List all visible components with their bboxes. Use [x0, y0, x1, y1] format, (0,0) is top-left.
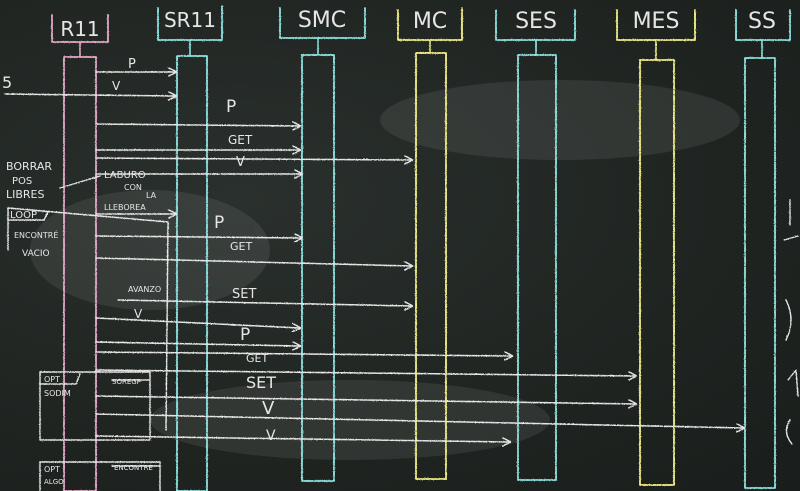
message-label: V — [236, 155, 245, 170]
note-label: POS — [12, 176, 32, 187]
participant-label-ss: SS — [748, 9, 776, 34]
lifeline-mes — [639, 59, 675, 486]
loop-frame — [7, 207, 169, 431]
note-label: SODIM — [44, 389, 71, 398]
note-label: OPT — [44, 465, 60, 474]
lifeline-smc — [301, 54, 335, 482]
opt-frame-2 — [39, 461, 161, 491]
participant-label-ses: SES — [515, 9, 557, 34]
note-labels: BORRAR POS LIBRES LOOP ENCONTRÉ VACIO OP… — [6, 160, 153, 486]
participant-label-smc: SMC — [298, 8, 346, 33]
lifeline-sr11 — [176, 55, 208, 491]
message-arrow — [95, 369, 636, 376]
participant-label-mc: MC — [413, 9, 447, 34]
lifeline-ss — [744, 57, 776, 489]
message-label: V — [134, 307, 143, 321]
opt-frame — [39, 371, 151, 441]
message-label: CON — [124, 183, 142, 192]
edge-mark: 5 — [2, 73, 12, 92]
message-label: LA — [146, 191, 157, 200]
message-label: P — [214, 213, 224, 233]
message-label: LLEBOREA — [104, 203, 146, 212]
message-label: AVANZO — [128, 285, 161, 294]
participant-headers — [51, 5, 791, 61]
participant-label-r11: R11 — [60, 17, 99, 41]
message-label: GET — [228, 133, 253, 147]
note-label: BORRAR — [6, 160, 52, 173]
lifeline-ses — [517, 54, 557, 481]
participant-label-mes: MES — [633, 9, 680, 34]
message-arrow — [95, 257, 412, 266]
message-label: P — [240, 325, 250, 345]
message-arrow — [95, 351, 512, 356]
message-arrow — [95, 395, 636, 404]
header-box-ss — [735, 9, 791, 41]
note-label: SOREGP — [112, 378, 141, 386]
message-label: P — [226, 97, 236, 117]
message-arrow — [4, 94, 176, 96]
message-arrow — [95, 413, 744, 428]
lifelines — [63, 52, 776, 491]
lifeline-r11 — [63, 56, 97, 491]
message-label: V — [266, 428, 276, 444]
note-label: LOOP — [10, 210, 37, 221]
message-labels: P V P GET V LABURO CON LA LLEBOREA P GET… — [104, 57, 276, 444]
message-label: GET — [230, 240, 252, 253]
participant-labels: R11 SR11 SMC MC SES MES SS — [60, 8, 776, 41]
message-arrow — [95, 435, 510, 442]
header-box-smc — [279, 7, 366, 39]
message-arrow — [95, 158, 412, 160]
note-label: ENCONTRÉ — [14, 229, 58, 240]
right-edge-scribbles — [783, 199, 799, 445]
message-arrows — [4, 72, 744, 442]
note-label: OPT — [44, 375, 60, 384]
lifeline-mc — [415, 52, 447, 480]
message-arrow — [95, 341, 300, 346]
message-arrow — [95, 236, 302, 238]
message-arrow — [95, 124, 300, 126]
note-label: ENCONTRÉ — [114, 463, 153, 472]
chalk-smudges — [30, 80, 740, 460]
note-label: ALGO — [44, 478, 64, 486]
message-label: SET — [232, 287, 256, 302]
message-label: V — [262, 398, 275, 419]
message-label: SET — [246, 373, 276, 392]
participant-label-sr11: SR11 — [164, 8, 216, 32]
note-label: VACIO — [22, 249, 50, 259]
message-arrow — [95, 317, 300, 328]
fragment-frames — [7, 175, 169, 491]
note-label: LIBRES — [6, 188, 45, 201]
message-label: GET — [246, 352, 268, 365]
message-label: P — [128, 57, 136, 72]
message-label: V — [112, 79, 121, 93]
message-label: LABURO — [104, 170, 146, 181]
